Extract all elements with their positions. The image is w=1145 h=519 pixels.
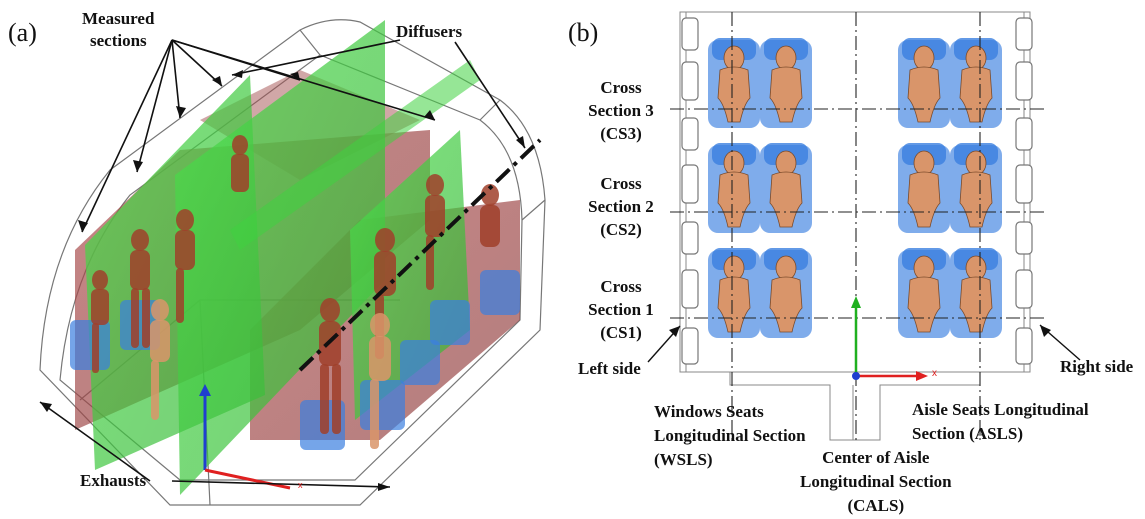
diffusers-label: Diffusers	[396, 22, 463, 41]
seat-with-occupant	[950, 143, 1002, 233]
window-rails	[681, 17, 1033, 365]
cs2-line3: (CS2)	[600, 220, 642, 239]
cs2-label: Cross Section 2 (CS2)	[578, 172, 664, 241]
panel-b-letter: (b)	[568, 18, 599, 47]
occupant-head	[775, 45, 797, 71]
cs3-line2: Section 3	[588, 101, 654, 120]
cs1-line3: (CS1)	[600, 323, 642, 342]
cabin-3d-drawing	[39, 19, 546, 506]
seat-with-occupant	[760, 143, 812, 233]
axes-triad-b	[851, 296, 928, 381]
exhausts-label: Exhausts	[80, 471, 147, 490]
cs2-line2: Section 2	[588, 197, 654, 216]
seat-with-occupant	[898, 248, 950, 338]
occupant-body	[769, 171, 803, 228]
cabin-top-view-drawing	[647, 11, 1081, 441]
panel-a-cabin-3d-view: (a) Measured sections Diffusers Exhausts…	[0, 0, 570, 519]
cs3-line3: (CS3)	[600, 124, 642, 143]
occupant-head	[723, 150, 745, 176]
cs1-label: Cross Section 1 (CS1)	[578, 275, 664, 344]
asls-label: Aisle Seats Longitudinal Section (ASLS)	[912, 398, 1089, 446]
seat-with-occupant	[760, 248, 812, 338]
seat-with-occupant	[898, 38, 950, 128]
occupant-head	[723, 45, 745, 71]
seat-with-occupant	[950, 248, 1002, 338]
seat-grid	[708, 38, 1002, 338]
seat-with-occupant	[708, 143, 760, 233]
seat-with-occupant	[708, 38, 760, 128]
seat-with-occupant	[898, 143, 950, 233]
seat-with-occupant	[950, 38, 1002, 128]
asls-line2: Section (ASLS)	[912, 424, 1023, 443]
occupant-body	[717, 171, 751, 228]
cals-line3: (CALS)	[847, 496, 905, 515]
axes-triad	[199, 384, 291, 490]
occupant-head	[913, 150, 935, 176]
occupant-head	[965, 255, 987, 281]
right-side-label: Right side	[1060, 357, 1134, 376]
measured-sections-label-line2: sections	[90, 31, 147, 50]
axis-x-label-b: x	[932, 368, 937, 379]
section-lines	[670, 12, 1045, 440]
mannequins	[91, 135, 500, 434]
occupant-head	[775, 255, 797, 281]
aisle-centerline	[298, 138, 542, 372]
cs1-line1: Cross	[600, 277, 642, 296]
panel-a-letter: (a)	[8, 18, 37, 47]
cs2-line1: Cross	[600, 174, 642, 193]
cs3-line1: Cross	[600, 78, 642, 97]
cals-label: Center of Aisle Longitudinal Section (CA…	[800, 446, 952, 518]
occupant-head	[965, 45, 987, 71]
occupant-body	[907, 171, 941, 228]
occupant-head	[913, 255, 935, 281]
occupant-body	[959, 171, 993, 228]
occupant-head	[913, 45, 935, 71]
arrow-heads	[40, 70, 525, 491]
occupant-head	[965, 150, 987, 176]
seat-with-occupant	[760, 38, 812, 128]
wsls-line2: Longitudinal Section	[654, 426, 806, 445]
occupant-body	[907, 66, 941, 123]
occupant-head	[723, 255, 745, 281]
occupant-head	[775, 150, 797, 176]
cs3-label: Cross Section 3 (CS3)	[578, 76, 664, 145]
wsls-line3: (WSLS)	[654, 450, 713, 469]
axis-x-label-a: x	[298, 480, 303, 490]
panel-b-top-view: (b) Cross Section 3 (CS3) Cross Section …	[568, 0, 1145, 519]
cals-line1: Center of Aisle	[822, 448, 930, 467]
seat-with-occupant	[708, 248, 760, 338]
mannequins-tan	[150, 299, 391, 449]
cs1-line2: Section 1	[588, 300, 654, 319]
asls-line1: Aisle Seats Longitudinal	[912, 400, 1089, 419]
wsls-label: Windows Seats Longitudinal Section (WSLS…	[654, 400, 806, 472]
wsls-line1: Windows Seats	[654, 402, 764, 421]
cals-line2: Longitudinal Section	[800, 472, 952, 491]
annotation-arrows	[39, 39, 526, 488]
left-side-label: Left side	[578, 359, 641, 378]
measured-sections-label-line1: Measured	[82, 9, 155, 28]
